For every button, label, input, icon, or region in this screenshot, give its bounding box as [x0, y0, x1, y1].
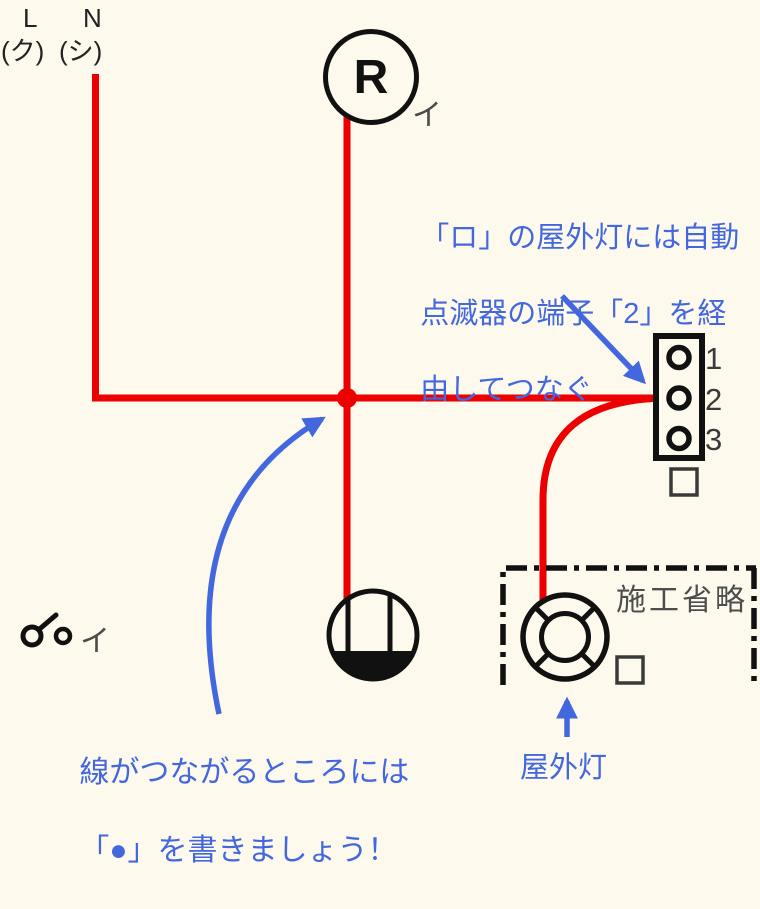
terminal-note-line2: 点滅器の端子「2」を経: [420, 298, 727, 330]
terminal-3-hole: [666, 425, 692, 452]
lamp-receptacle-symbol: [323, 29, 419, 125]
outdoor-light-spoke-se: [579, 651, 597, 669]
junction-note: 線がつながるところには 「●」を書きましょう！: [46, 714, 409, 909]
terminal-3-number: 3: [705, 422, 723, 457]
outlet-symbol: [326, 588, 420, 682]
omission-label: 施工省略: [616, 584, 748, 617]
source-neutral-kana: (シ): [59, 36, 103, 66]
source-line-kana: (ク): [1, 36, 45, 66]
wire-outdoor-light-curve: [539, 394, 666, 600]
terminal-2-hole: [666, 385, 692, 411]
diagram-shapes-layer: [20, 29, 757, 737]
terminal-note-arrow: [560, 294, 647, 385]
switch-circuit-mark: イ: [80, 625, 110, 658]
terminal-2-number: 2: [705, 382, 723, 417]
omission-box: [500, 565, 757, 685]
wiring-diagram-canvas: L N (ク) (シ) R イ イ 1 2 3 「ロ」の屋外灯には自動 点滅器の…: [1, 3, 757, 867]
outdoor-light-inner-circle: [539, 611, 591, 663]
source-neutral-label: N: [83, 3, 102, 33]
outdoor-light-outer-circle: [520, 592, 610, 682]
junction-note-arrow: [206, 416, 326, 715]
outdoor-light-symbol: [520, 592, 610, 682]
junction-note-line1: 線がつながるところには: [79, 756, 410, 789]
lamp-circuit-mark: イ: [412, 99, 442, 132]
flasher-circuit-ro-square: [669, 467, 699, 497]
junction-dot: [337, 388, 357, 408]
outdoor-light-label: 屋外灯: [520, 752, 608, 784]
outlet-symbol-fill: [330, 651, 416, 680]
terminal-note-line1: 「ロ」の屋外灯には自動: [420, 222, 740, 254]
terminal-1-hole: [666, 344, 692, 371]
wire-neutral-run: [92, 74, 668, 402]
outdoor-light-spoke-nw: [533, 605, 551, 623]
terminal-note-line3: 由してつなぐ: [420, 374, 593, 406]
outdoor-light-circuit-ro-square: [615, 655, 645, 685]
junction-note-line2: 「●」を書きましょう！: [79, 834, 398, 867]
switch-contact-circle: [20, 624, 44, 648]
source-line-label: L: [23, 3, 38, 33]
switch-symbol: [20, 612, 73, 648]
omission-box-top-left-border: [500, 565, 756, 685]
switch-lever-stroke: [36, 612, 59, 632]
terminal-1-number: 1: [705, 341, 723, 376]
lamp-receptacle-letter: R: [353, 51, 389, 104]
auto-flasher-terminal-block: [653, 333, 705, 497]
switch-terminal-circle: [53, 626, 73, 646]
terminal-block-body: [653, 333, 705, 461]
outdoor-light-spoke-sw: [533, 651, 551, 669]
outdoor-light-spoke-ne: [579, 605, 597, 623]
terminal-note: 「ロ」の屋外灯には自動 点滅器の端子「2」を経 由してつなぐ: [388, 181, 739, 447]
